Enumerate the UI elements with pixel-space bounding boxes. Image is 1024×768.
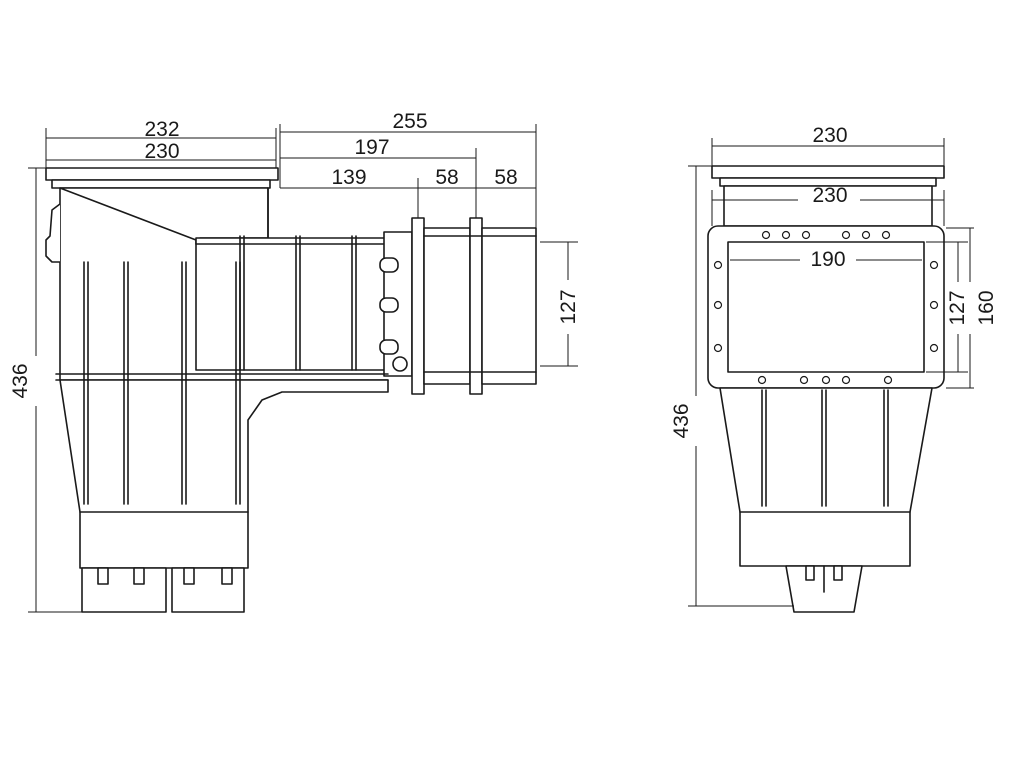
side-lower-body xyxy=(59,379,389,569)
side-lid-lip xyxy=(51,179,271,189)
side-dim-127: 127 xyxy=(540,241,580,367)
dim-front-lid-width: 230 xyxy=(812,124,847,147)
dim-front-body-width: 230 xyxy=(812,184,847,207)
side-adapter-rings xyxy=(411,217,537,395)
front-dim-160: 160 xyxy=(946,227,998,389)
dim-side-inlet-section: 139 xyxy=(331,166,366,189)
front-opening xyxy=(727,241,925,373)
front-bottom-outlet xyxy=(785,565,863,613)
dim-side-adapter-b: 58 xyxy=(494,166,517,189)
side-dim-232: 232 xyxy=(45,118,277,168)
dim-front-opening-width: 190 xyxy=(810,248,845,271)
dim-front-opening-height: 127 xyxy=(946,290,969,325)
front-screw-holes xyxy=(713,230,939,385)
side-dim-255: 255 xyxy=(279,110,537,228)
dim-front-height: 436 xyxy=(670,403,693,438)
dim-side-body-width: 230 xyxy=(144,140,179,163)
front-dim-230-top: 230 xyxy=(711,124,945,166)
dim-side-adapter-a: 58 xyxy=(435,166,458,189)
front-view: 230 230 190 127 xyxy=(670,124,998,613)
dim-side-depth: 255 xyxy=(392,110,427,133)
side-main-body xyxy=(59,187,269,245)
side-dim-436: 436 xyxy=(9,167,82,613)
side-body-ribs xyxy=(83,261,241,505)
dim-front-faceplate-height: 160 xyxy=(975,290,998,325)
side-dim-197: 197 xyxy=(280,136,477,218)
dim-side-inlet-diameter: 127 xyxy=(557,289,580,324)
dim-side-height: 436 xyxy=(9,363,32,398)
side-lid-flange xyxy=(45,167,279,181)
side-dim-row3: 139 58 58 xyxy=(280,166,536,218)
side-adapter-nubs xyxy=(379,257,408,372)
side-bracket xyxy=(45,203,61,263)
dim-side-flange-width: 232 xyxy=(144,118,179,141)
front-body-ribs xyxy=(761,389,889,507)
side-view: 232 230 255 197 139 58 58 xyxy=(9,110,580,613)
side-bottom-outlets xyxy=(81,567,245,613)
front-dim-190: 190 xyxy=(730,248,922,271)
side-inlet-housing xyxy=(195,237,389,371)
side-dim-230: 230 xyxy=(46,140,276,163)
front-dim-230-body: 230 xyxy=(711,184,945,226)
front-lid xyxy=(711,165,945,179)
front-dim-436: 436 xyxy=(670,165,794,607)
dim-side-inlet-length: 197 xyxy=(354,136,389,159)
front-dim-127: 127 xyxy=(926,241,969,373)
